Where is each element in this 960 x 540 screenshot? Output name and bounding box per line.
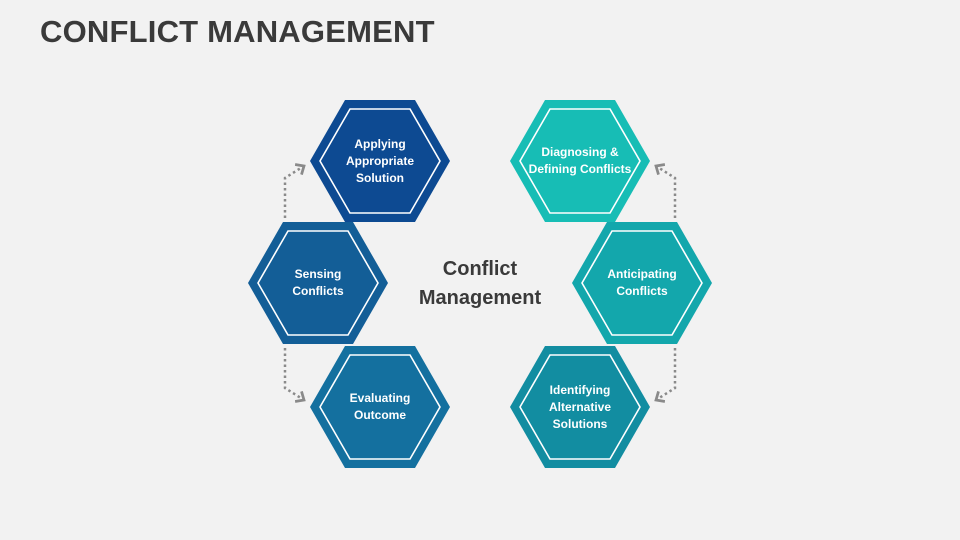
hexagon-diagnosing-defining-conflicts <box>510 100 650 222</box>
hexagon-identifying-alternative-solutions <box>510 346 650 468</box>
step-label-line: Solution <box>355 170 404 185</box>
hexagon-applying-appropriate-solution <box>310 100 450 222</box>
step-label-line: Alternative <box>548 399 612 414</box>
step-label-line: Conflicts <box>292 284 344 298</box>
step-label-line: Defining Conflicts <box>528 162 632 176</box>
step-label-line: Appropriate <box>345 153 414 168</box>
hexagon-inner-border <box>319 108 441 214</box>
center-label: Conflict Management <box>400 255 560 313</box>
step-label-line: Diagnosing & <box>541 145 619 159</box>
hexagon-inner-border <box>519 354 641 460</box>
center-label-line2: Management <box>418 287 542 309</box>
hexagon-shape <box>310 346 450 468</box>
step-label-diagnosing: Diagnosing & Defining Conflicts <box>522 121 638 201</box>
hexagon-inner-border <box>519 108 641 214</box>
hexagon-shape <box>572 222 712 344</box>
step-label-evaluating: Evaluating Outcome <box>325 367 435 447</box>
step-label-sensing: Sensing Conflicts <box>263 243 373 323</box>
step-label-line: Anticipating <box>607 267 677 281</box>
slide-title: CONFLICT MANAGEMENT <box>40 14 435 49</box>
hexagon-shape <box>248 222 388 344</box>
connector-anticipating-to-identifying <box>656 348 677 400</box>
hexagon-anticipating-conflicts <box>572 222 712 344</box>
hexagon-inner-border <box>581 230 703 336</box>
connector-anticipating-to-diagnosing <box>656 166 677 218</box>
step-label-line: Solutions <box>552 416 608 431</box>
hexagon-evaluating-outcome <box>310 346 450 468</box>
step-label-line: Evaluating <box>349 391 411 405</box>
step-label-line: Applying <box>354 136 406 151</box>
hexagon-shape <box>510 100 650 222</box>
step-label-line: Outcome <box>353 408 406 422</box>
hexagon-shape <box>510 346 650 468</box>
hexagon-sensing-conflicts <box>248 222 388 344</box>
step-label-line: Identifying <box>549 382 611 397</box>
step-label-line: Sensing <box>294 267 342 281</box>
connector-sensing-to-applying <box>283 166 304 218</box>
step-label-applying: Applying Appropriate Solution <box>325 121 435 201</box>
step-label-line: Conflicts <box>616 284 668 298</box>
hexagon-inner-border <box>257 230 379 336</box>
step-label-anticipating: Anticipating Conflicts <box>587 243 697 323</box>
hexagon-shape <box>310 100 450 222</box>
center-label-line1: Conflict <box>442 258 518 280</box>
hexagon-inner-border <box>319 354 441 460</box>
step-label-identifying: Identifying Alternative Solutions <box>525 367 635 447</box>
connector-sensing-to-evaluating <box>283 348 304 400</box>
